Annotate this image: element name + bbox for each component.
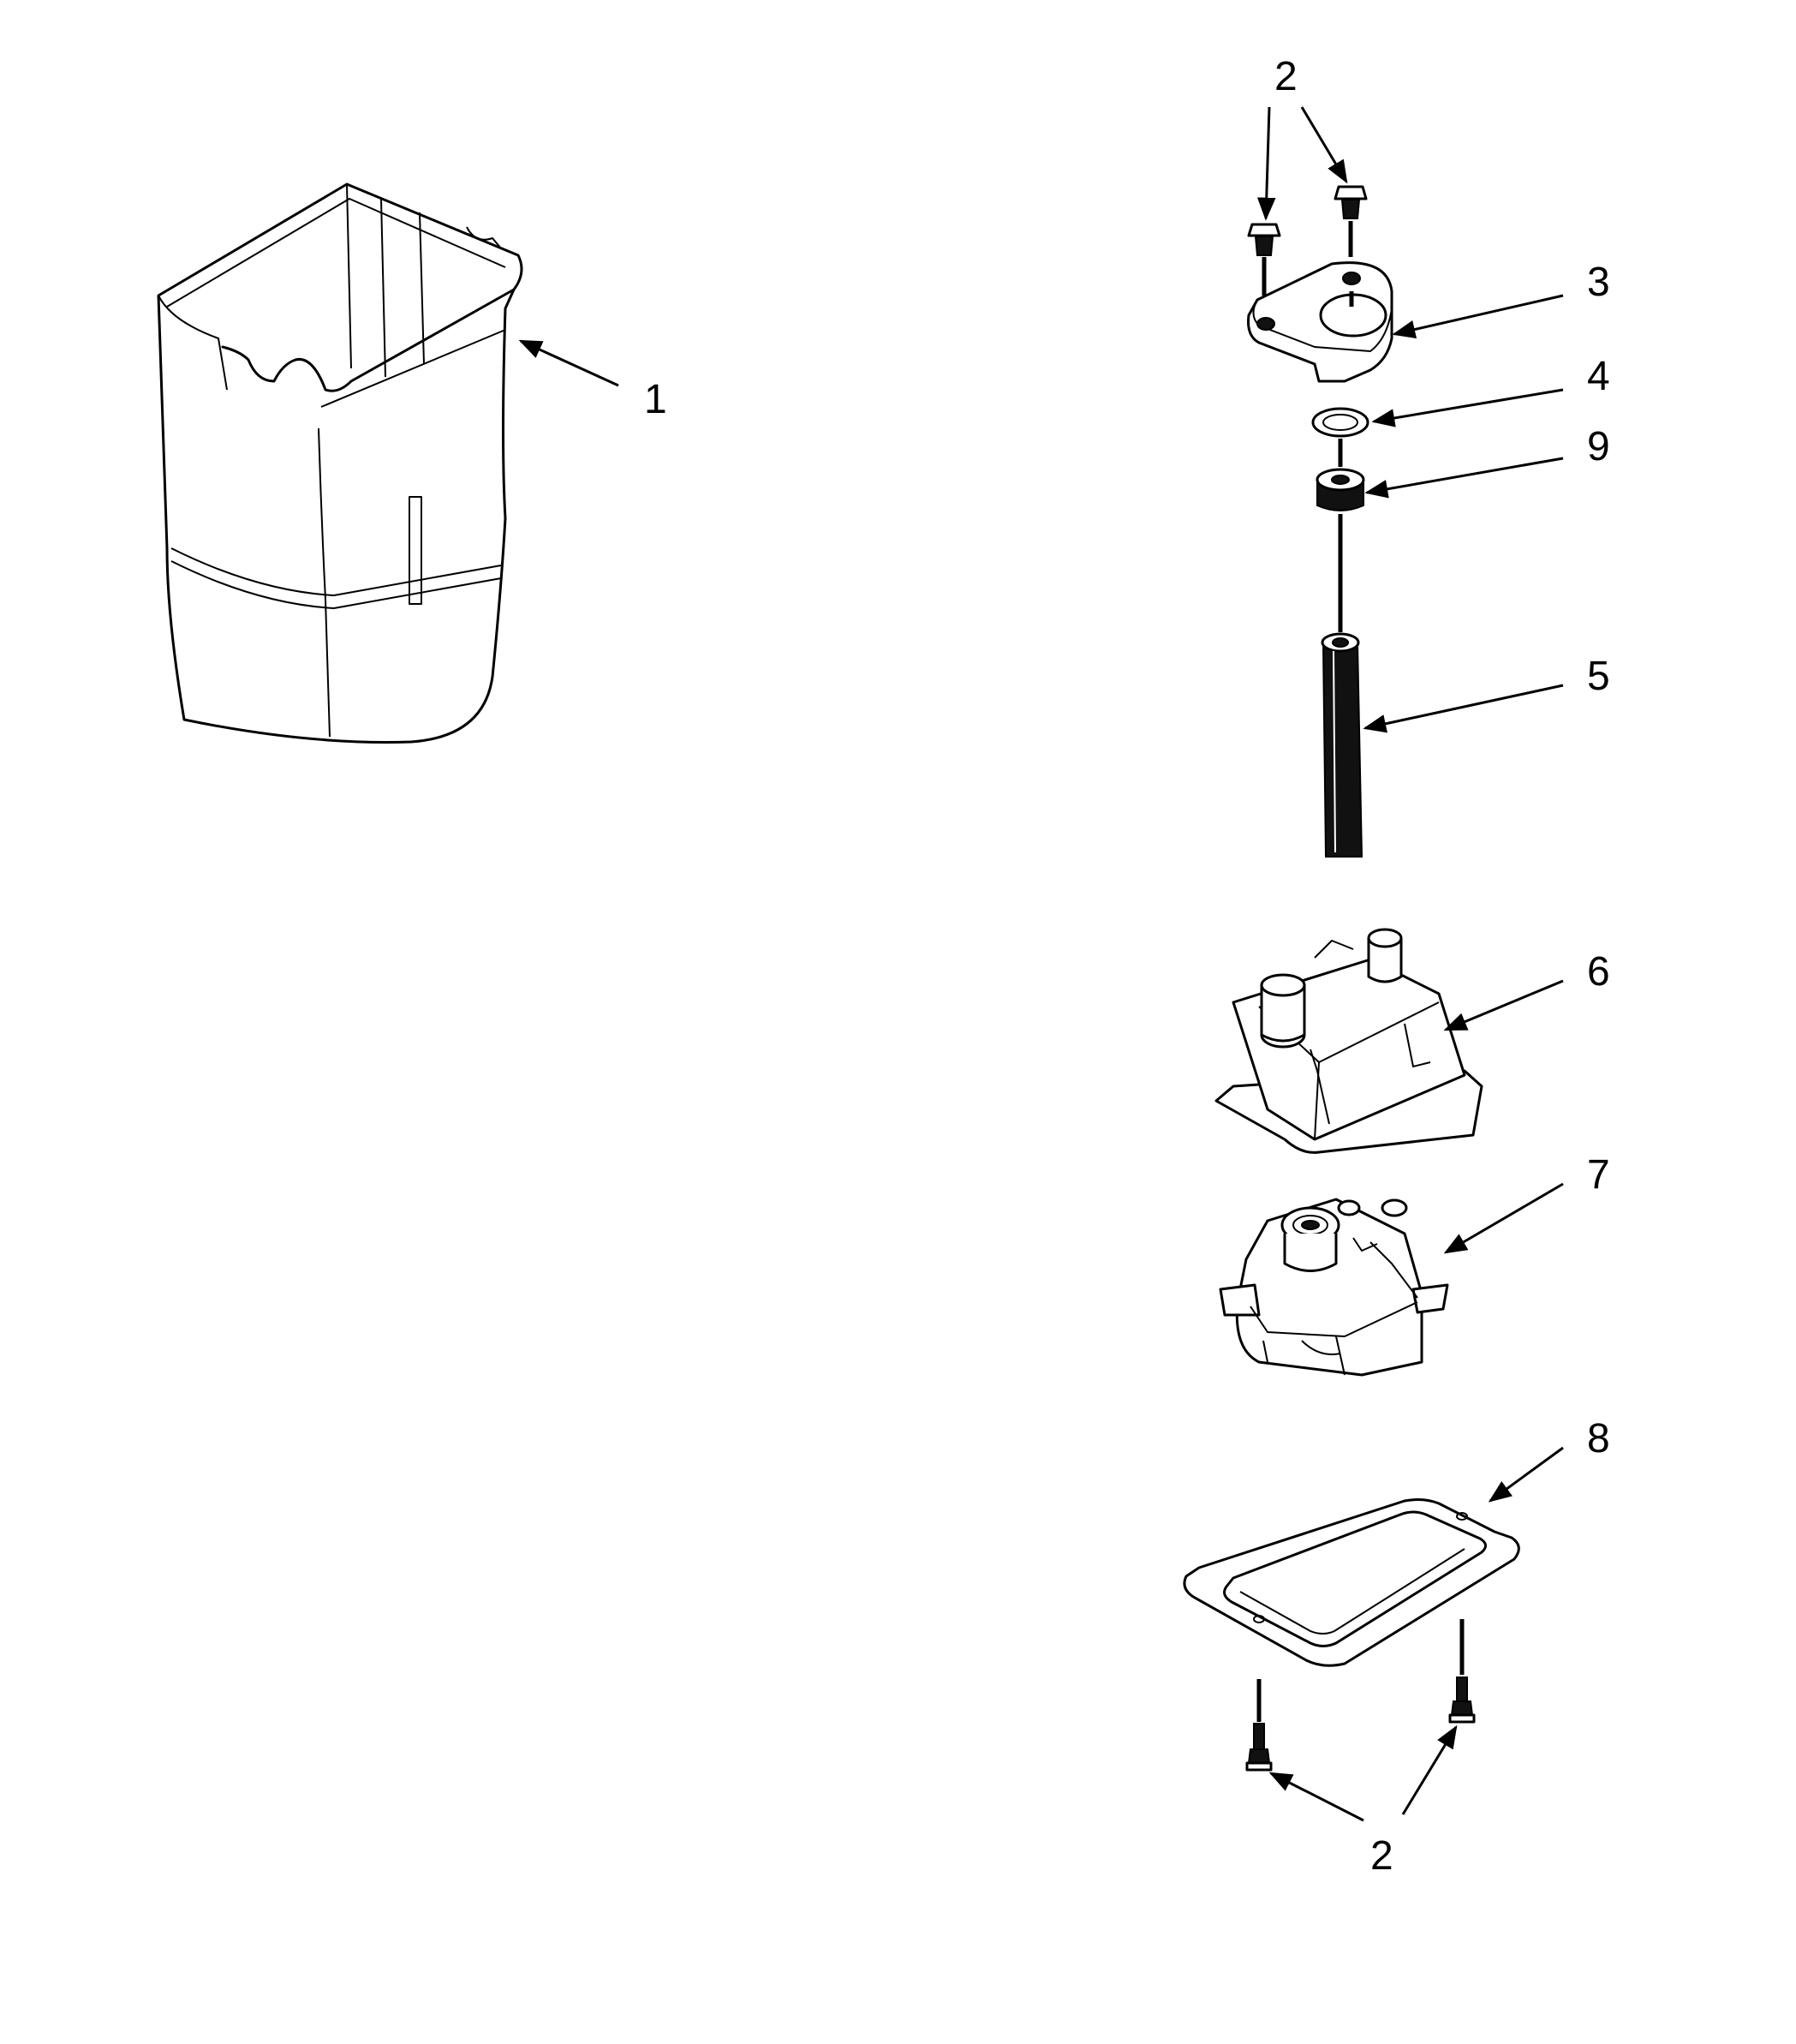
callout-6: 6 <box>1587 949 1610 995</box>
screw-bottom-right <box>1448 1676 1476 1724</box>
callout-4: 4 <box>1587 354 1610 399</box>
bushing-part[interactable] <box>1316 468 1365 632</box>
callout-1: 1 <box>644 377 667 422</box>
screw-bottom-left <box>1245 1723 1273 1772</box>
leader-lines <box>518 106 1564 1822</box>
washer-part[interactable] <box>1311 407 1369 467</box>
callout-5: 5 <box>1587 654 1610 699</box>
cover-plate-part[interactable] <box>1183 1498 1520 1722</box>
callout-8: 8 <box>1587 1416 1610 1461</box>
callout-7: 7 <box>1587 1152 1610 1198</box>
mounting-bracket-part[interactable] <box>1247 261 1393 383</box>
motor-housing-part[interactable] <box>1214 928 1483 1154</box>
screw-right <box>1334 185 1368 257</box>
top-screws-part[interactable] <box>1247 185 1368 296</box>
auger-motor-part[interactable] <box>1219 1198 1449 1377</box>
drive-shaft-part[interactable] <box>1321 632 1363 858</box>
bottom-screws-part[interactable] <box>1245 1676 1476 1772</box>
callout-2-bottom: 2 <box>1370 1833 1393 1879</box>
screw-left <box>1247 223 1281 296</box>
callout-2-top: 2 <box>1274 54 1298 99</box>
callout-3: 3 <box>1587 260 1610 305</box>
ice-bucket-part[interactable] <box>157 182 523 744</box>
callout-9: 9 <box>1587 424 1610 469</box>
callout-labels: 1 2 3 4 9 5 6 7 8 2 <box>644 54 1610 1879</box>
